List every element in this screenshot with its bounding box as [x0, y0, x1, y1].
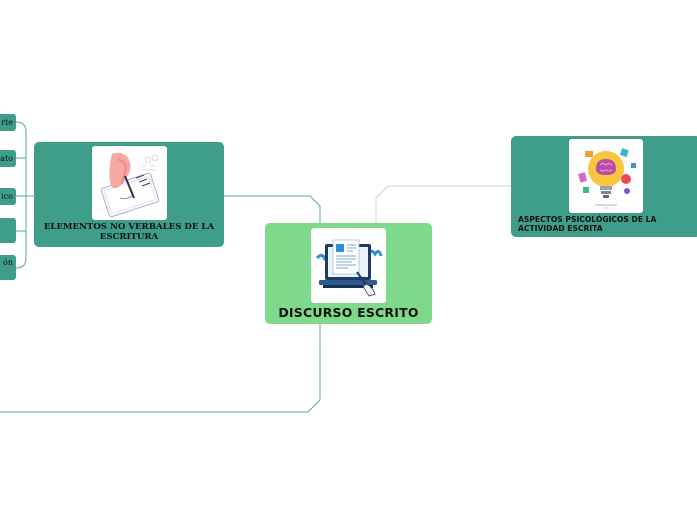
subtopic-item[interactable]: ón — [0, 255, 16, 280]
connector-central-right-topic — [375, 185, 511, 223]
connector-subtopics — [15, 121, 34, 269]
laptop-document-illustration — [311, 228, 386, 303]
topic-elementos-no-verbales[interactable]: ELEMENTOS NO VERBALES DE LA ESCRITURA — [34, 142, 224, 247]
topic-title: ELEMENTOS NO VERBALES DE LA ESCRITURA — [43, 222, 215, 242]
subtopic-item[interactable] — [0, 218, 16, 243]
subtopic-item[interactable]: rte — [0, 114, 16, 131]
hand-writing-illustration — [92, 146, 167, 220]
subtopic-item[interactable]: ico — [0, 188, 16, 205]
subtopic-item[interactable]: ato — [0, 150, 16, 167]
connector-central-left-topic — [224, 195, 321, 223]
central-topic-discurso-escrito[interactable]: DISCURSO ESCRITO — [265, 223, 432, 324]
topic-aspectos-psicologicos[interactable]: ASPECTOS PSICOLÓGICOS DE LA ACTIVIDAD ES… — [511, 136, 697, 237]
lightbulb-brain-illustration — [569, 139, 643, 213]
central-topic-title: DISCURSO ESCRITO — [278, 305, 419, 320]
topic-title: ASPECTOS PSICOLÓGICOS DE LA ACTIVIDAD ES… — [518, 215, 657, 233]
connector-central-offscreen — [0, 324, 321, 413]
